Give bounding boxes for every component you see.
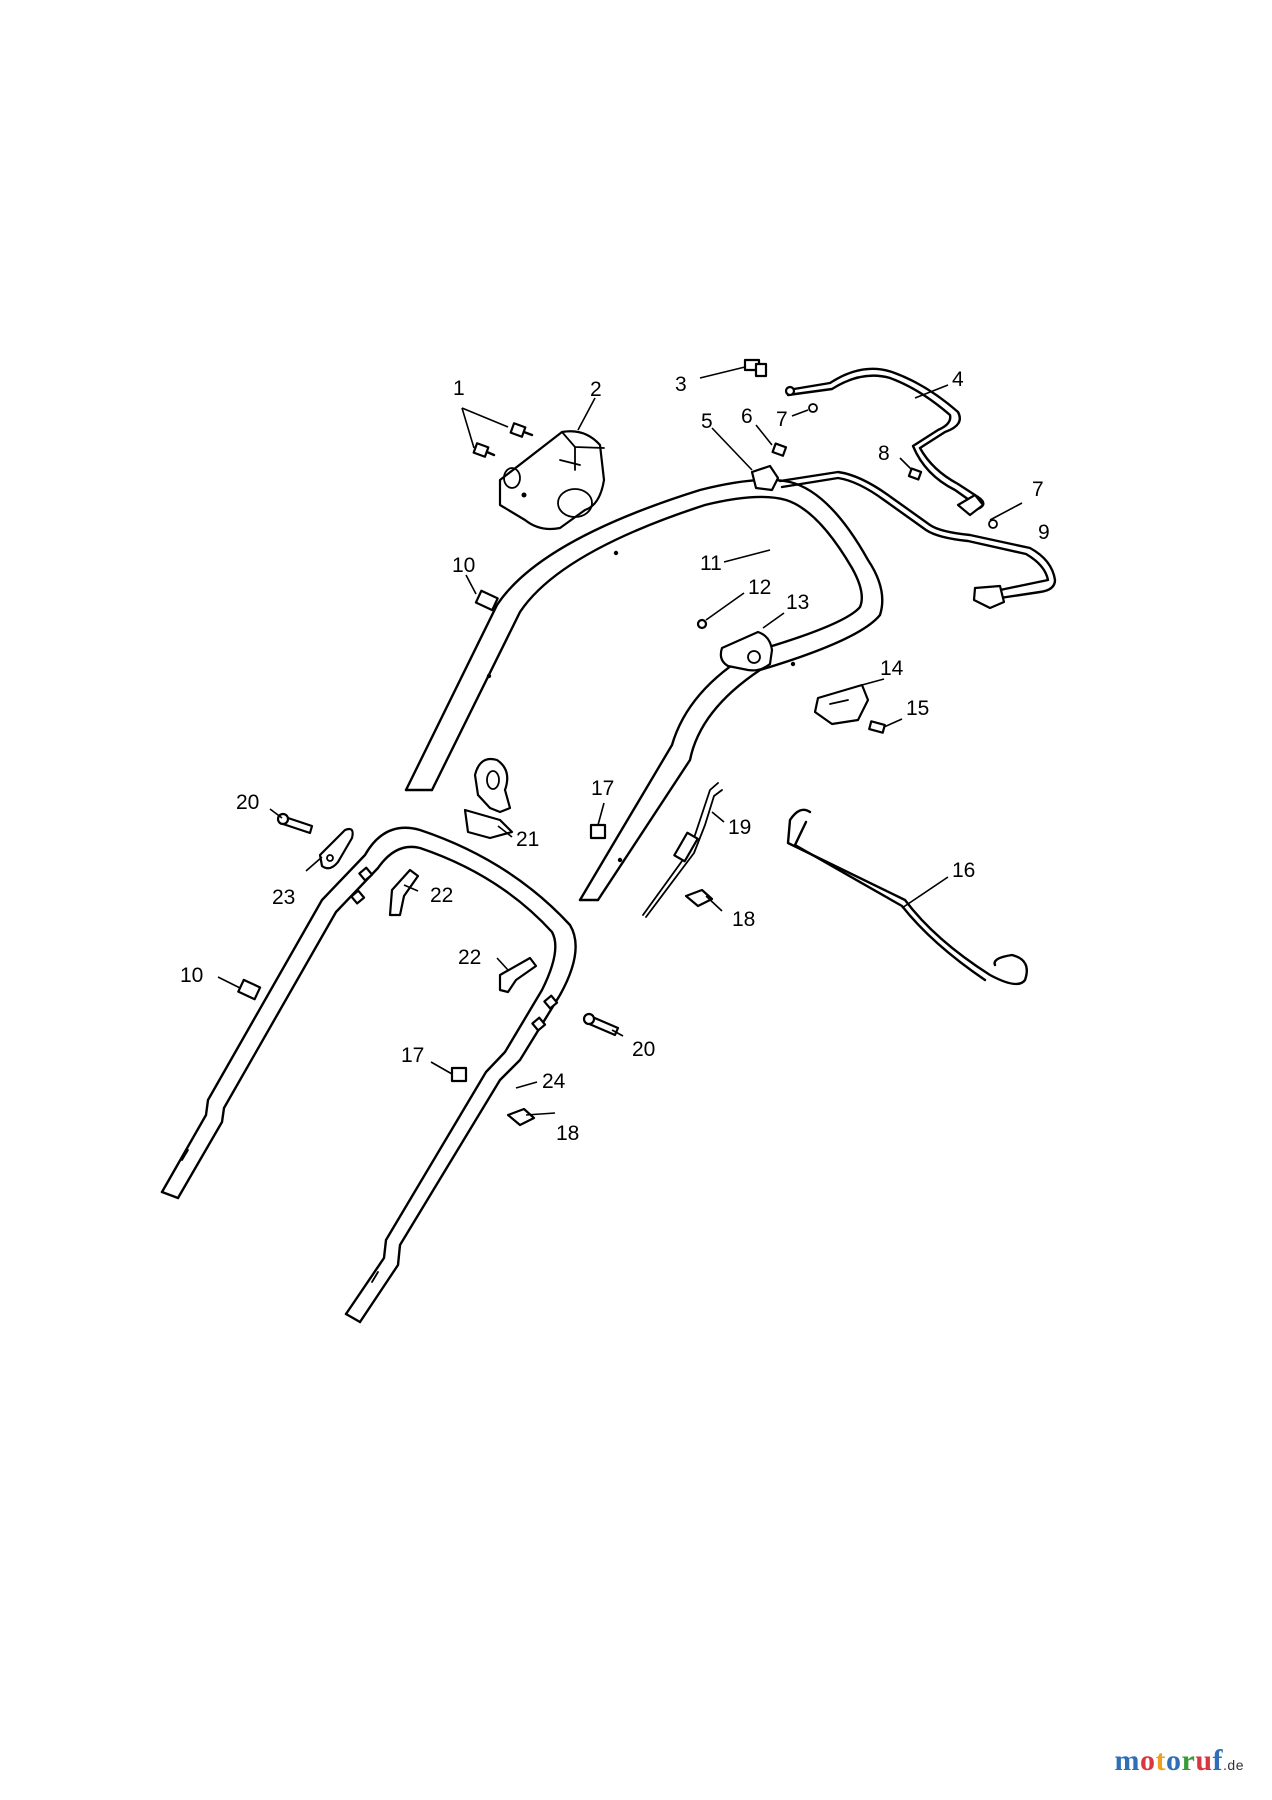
callout-part-13: 13 [786, 591, 809, 614]
callout-part-18a: 18 [732, 908, 755, 931]
bolt-3-drawing [743, 358, 768, 378]
clamp-12-13-drawing [696, 618, 774, 672]
callout-part-15: 15 [906, 697, 929, 720]
watermark-letter: t [1155, 1744, 1167, 1777]
watermark-suffix: .de [1223, 1757, 1244, 1773]
callout-part-7b: 7 [1032, 478, 1044, 501]
watermark-letter: o [1140, 1744, 1156, 1777]
callout-part-9: 9 [1038, 521, 1050, 544]
knobs-22-drawing [388, 868, 538, 994]
lower-handle-drawing [160, 826, 577, 1324]
bracket-21-drawing [463, 757, 514, 840]
callout-part-5: 5 [701, 410, 713, 433]
callout-part-10a: 10 [452, 554, 475, 577]
callout-part-22a: 22 [430, 884, 453, 907]
callout-part-7a: 7 [776, 408, 788, 431]
callout-part-16: 16 [952, 859, 975, 882]
watermark-letter: u [1195, 1744, 1213, 1777]
callout-part-3: 3 [675, 373, 687, 396]
callout-part-14: 14 [880, 657, 904, 680]
screws-drawing [472, 422, 534, 458]
upper-handle-drawing [404, 478, 884, 902]
bolts-20-drawing [276, 812, 620, 1037]
callout-part-20a: 20 [236, 791, 259, 814]
housing-drawing [498, 430, 606, 531]
clips-17-18-drawing [450, 823, 714, 1127]
motoruf-watermark-logo: motoruf.de [1115, 1744, 1244, 1778]
callout-part-17a: 17 [591, 777, 614, 800]
callout-part-19: 19 [728, 816, 751, 839]
plate-23-drawing [318, 827, 354, 870]
callout-labels: 1 2 3 4 5 6 7 7 8 9 10 10 11 12 13 14 15… [180, 368, 1050, 1145]
callout-part-23: 23 [272, 886, 295, 909]
callout-part-11: 11 [700, 552, 722, 575]
watermark-letter: o [1166, 1744, 1182, 1777]
callout-part-12: 12 [748, 576, 771, 599]
watermark-letter: r [1181, 1744, 1196, 1777]
callout-part-17b: 17 [401, 1044, 424, 1067]
callout-part-8: 8 [878, 442, 890, 465]
small-hardware-drawing [750, 403, 998, 529]
leader-lines [217, 366, 1023, 1116]
bail-levers-drawing [778, 367, 1057, 610]
callout-part-4: 4 [952, 368, 964, 391]
callout-part-24: 24 [542, 1070, 566, 1093]
watermark-letter: m [1114, 1744, 1141, 1777]
callout-part-2: 2 [590, 378, 602, 401]
callout-part-22b: 22 [458, 946, 481, 969]
callout-part-21: 21 [516, 828, 539, 851]
callout-part-10b: 10 [180, 964, 203, 987]
callout-part-18b: 18 [556, 1122, 579, 1145]
watermark-letter: f [1212, 1744, 1224, 1777]
callout-part-20b: 20 [632, 1038, 655, 1061]
spacers-10-drawing [237, 589, 499, 1001]
cable-19-drawing [642, 782, 723, 918]
callout-part-1: 1 [453, 377, 465, 400]
switch-14-15-drawing [813, 683, 886, 734]
callout-part-6: 6 [741, 405, 753, 428]
rod-16-drawing [786, 808, 1029, 986]
